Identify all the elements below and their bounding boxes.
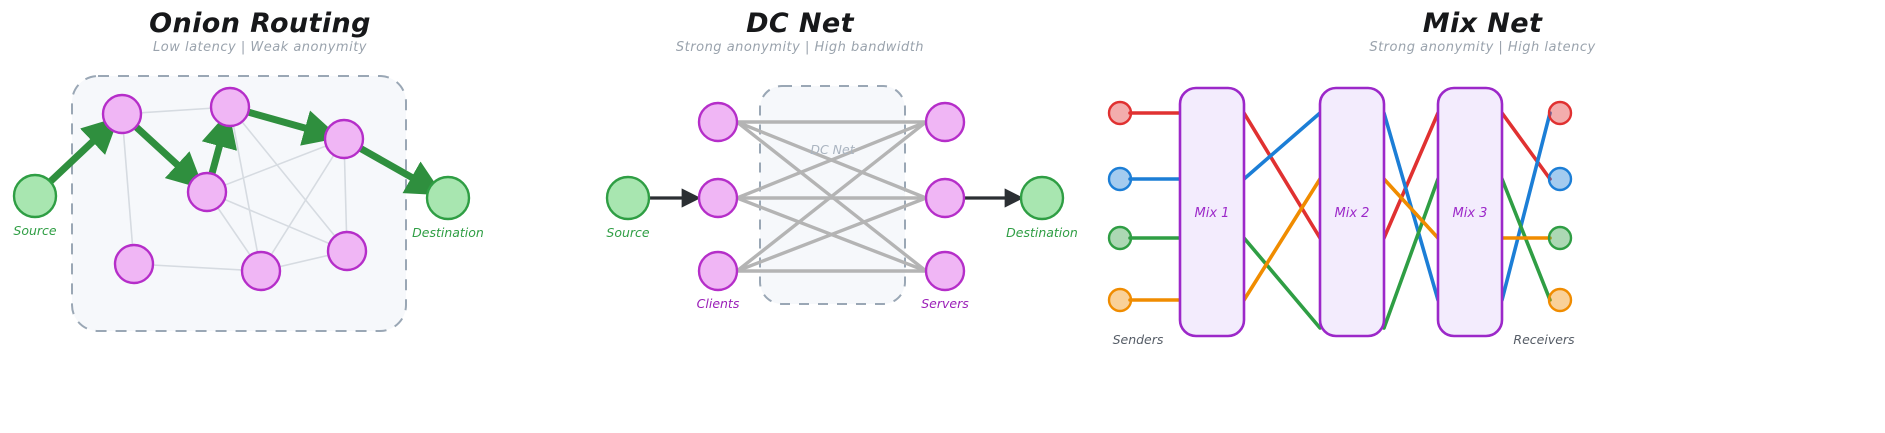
mix-node-box[interactable] [1318,86,1386,338]
onion-circuit-hop [36,116,120,195]
mix-net-link [1500,111,1552,181]
mix-net-receivers-label: Receivers [1513,332,1575,347]
panel-title-dc: DC Net [746,8,854,39]
mix-net-graph: Mix 1 Mix 2 Mix 3 Senders Receivers [1107,86,1575,347]
onion-relay-node[interactable] [113,243,155,285]
onion-relay-node[interactable] [209,86,251,128]
panel-subtitle-onion: Low latency | Weak anonymity [153,40,367,55]
dc-net-client-node[interactable] [697,101,739,143]
onion-mesh-edge [206,191,348,252]
dc-net-source-label: Source [606,225,650,240]
panel-mix-net: Mix Net Strong anonymity | High latency … [1080,0,1885,433]
onion-routing-graph: Source Destination [12,75,484,332]
panel-onion-routing: Onion Routing Low latency | Weak anonymi… [0,0,520,433]
dc-net-server-node[interactable] [924,177,966,219]
mix-node-box[interactable] [1436,86,1504,338]
dc-net-destination-label: Destination [1006,225,1078,240]
mix-node-label: Mix 2 [1335,206,1370,221]
mix-net-receiver-node[interactable] [1547,225,1573,251]
dc-net-clients-label: Clients [697,296,740,311]
mix-net-link [1242,177,1322,302]
panel-subtitle-dc: Strong anonymity | High bandwidth [675,40,925,55]
onion-relay-node[interactable] [240,250,282,292]
dc-net-source-node[interactable] [605,175,651,221]
mix-net-sender-node[interactable] [1107,225,1133,251]
dc-net-server-node[interactable] [924,250,966,292]
dc-net-client-node[interactable] [697,250,739,292]
mix-net-link [1382,177,1440,330]
dc-net-mesh-edge [736,196,927,273]
onion-relay-node[interactable] [326,230,368,272]
mix-net-link [1242,111,1322,181]
onion-relay-node[interactable] [101,93,143,135]
dc-net-mesh-edge [736,120,927,200]
onion-source-label: Source [13,223,57,238]
onion-destination-label: Destination [412,225,484,240]
mix-net-receiver-node[interactable] [1547,287,1573,313]
dc-net-server-node[interactable] [924,101,966,143]
mix-net-receiver-node[interactable] [1547,166,1573,192]
mix-net-link [1242,111,1322,240]
onion-mesh-edge [206,138,345,193]
dc-net-mesh-edge [735,120,928,273]
dc-net-client-node[interactable] [697,177,739,219]
mix-net-link [1242,236,1322,330]
mix-net-receiver-node[interactable] [1547,100,1573,126]
onion-mesh-edge [260,138,345,272]
mix-node-box[interactable] [1178,86,1246,338]
panel-subtitle-mix: Strong anonymity | High latency [1369,40,1596,55]
onion-mesh-edge [229,106,348,252]
mix-net-link [1500,111,1552,302]
onion-mesh-edge [133,263,262,272]
onion-circuit-hop [123,114,205,190]
mix-node-label: Mix 3 [1453,206,1488,221]
onion-destination-node[interactable] [425,175,471,221]
mix-net-sender-node[interactable] [1107,287,1133,313]
panel-title-mix: Mix Net [1422,8,1543,39]
dc-net-inner-label: DC Net [810,142,855,157]
mix-node-label: Mix 1 [1195,206,1230,221]
onion-circuit-hop [346,138,444,196]
dc-net-servers-label: Servers [921,296,969,311]
onion-source-node[interactable] [12,173,58,219]
onion-relay-node[interactable] [186,171,228,213]
mix-net-link [1382,177,1440,240]
onion-circuit-hop [232,105,341,146]
onion-relay-node[interactable] [323,118,365,160]
mix-net-link [1382,111,1440,240]
mix-net-sender-node[interactable] [1107,100,1133,126]
panel-title-onion: Onion Routing [149,8,371,39]
mix-net-senders-label: Senders [1113,332,1164,347]
panel-dc-net: DC Net Strong anonymity | High bandwidth… [520,0,1080,433]
dc-net-destination-node[interactable] [1019,175,1065,221]
onion-mesh-edge [121,113,135,265]
mix-net-sender-node[interactable] [1107,166,1133,192]
